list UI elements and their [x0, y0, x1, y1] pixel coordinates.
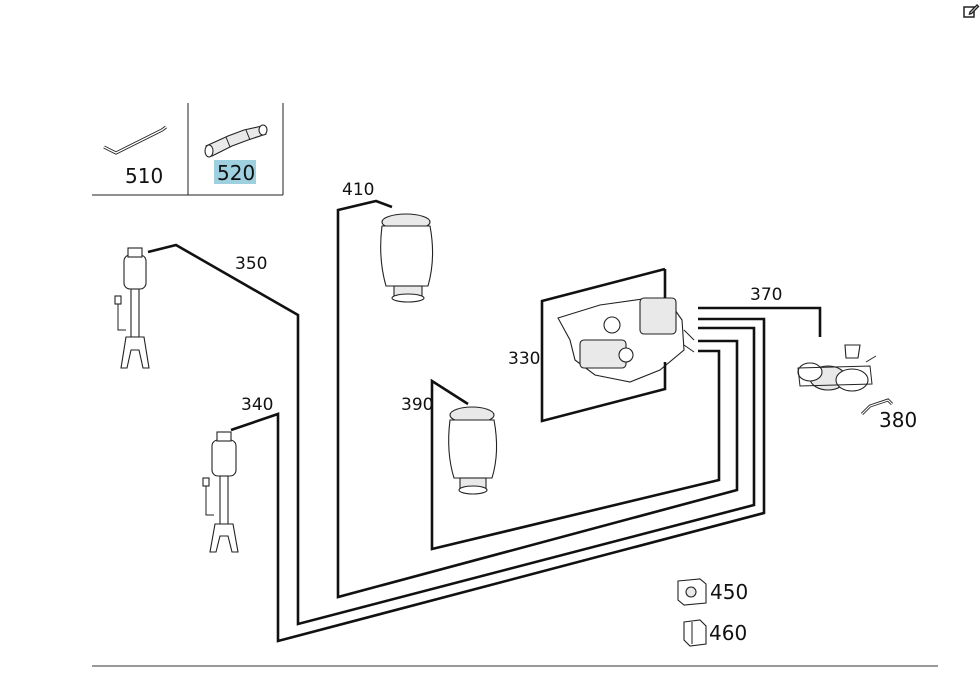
callout-380[interactable]: 380: [879, 408, 917, 432]
part-330-compressor[interactable]: [557, 297, 695, 383]
part-390-air-spring[interactable]: [448, 406, 498, 495]
callout-520[interactable]: 520: [217, 161, 255, 185]
part-460-clip[interactable]: [683, 619, 707, 647]
part-520-connector[interactable]: [204, 124, 268, 158]
part-510-rod[interactable]: [103, 125, 167, 155]
callout-390[interactable]: 390: [401, 395, 433, 415]
highlight-520: [214, 160, 256, 184]
callout-410[interactable]: 410: [342, 180, 374, 200]
edit-icon[interactable]: [962, 2, 980, 20]
inset-box: [92, 103, 284, 196]
part-450-bracket[interactable]: [677, 578, 707, 606]
callout-370[interactable]: 370: [750, 285, 782, 305]
air-lines: [147, 199, 822, 643]
callout-460[interactable]: 460: [709, 621, 747, 645]
part-380-rod[interactable]: [860, 398, 894, 416]
callout-340[interactable]: 340: [241, 395, 273, 415]
callout-510[interactable]: 510: [125, 164, 163, 188]
part-340-strut[interactable]: [202, 431, 239, 553]
part-410-air-spring[interactable]: [380, 213, 434, 303]
part-370-reservoir[interactable]: [797, 344, 877, 392]
callout-450[interactable]: 450: [710, 580, 748, 604]
part-350-strut[interactable]: [114, 247, 150, 369]
callout-330[interactable]: 330: [508, 349, 540, 369]
callout-350[interactable]: 350: [235, 254, 267, 274]
